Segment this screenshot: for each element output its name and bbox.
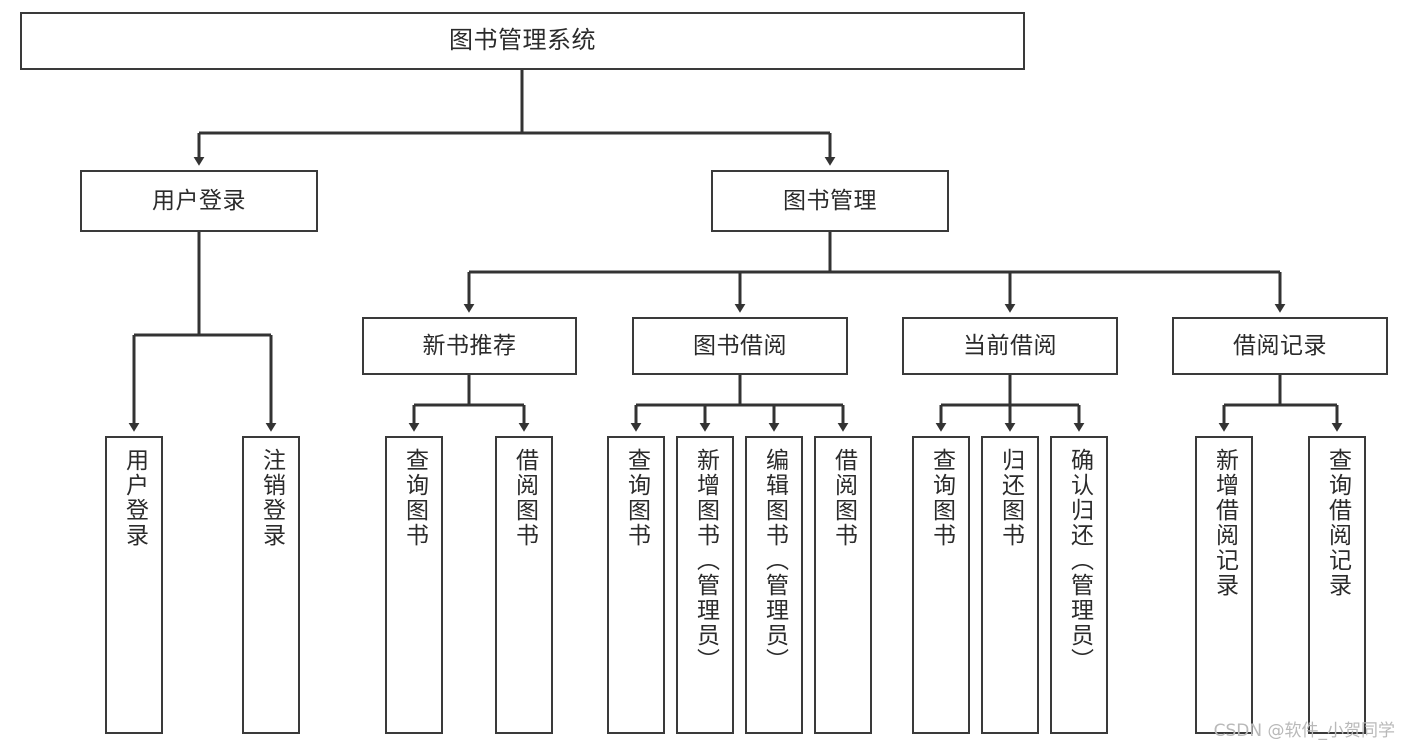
- node-leaf-add-record-label: 新增借阅记录: [1211, 448, 1238, 598]
- node-leaf-add-record[interactable]: 新增借阅记录: [1195, 436, 1253, 734]
- node-leaf-return-book-label: 归还图书: [997, 448, 1024, 548]
- node-book-borrow-label: 图书借阅: [693, 332, 787, 359]
- node-leaf-logout-label: 注销登录: [258, 448, 285, 548]
- node-user-login[interactable]: 用户登录: [80, 170, 318, 232]
- node-leaf-borrow-book-2-label: 借阅图书: [830, 448, 857, 548]
- node-leaf-confirm-return[interactable]: 确认归还（管理员）: [1050, 436, 1108, 734]
- node-user-login-label: 用户登录: [152, 187, 246, 214]
- node-root-label: 图书管理系统: [449, 26, 596, 55]
- node-root[interactable]: 图书管理系统: [20, 12, 1025, 70]
- node-leaf-logout[interactable]: 注销登录: [242, 436, 300, 734]
- node-leaf-borrow-book-1-label: 借阅图书: [511, 448, 538, 548]
- node-leaf-add-book-label: 新增图书（管理员）: [692, 448, 719, 673]
- node-leaf-query-book-3-label: 查询图书: [928, 448, 955, 548]
- node-leaf-add-book[interactable]: 新增图书（管理员）: [676, 436, 734, 734]
- node-leaf-user-login[interactable]: 用户登录: [105, 436, 163, 734]
- node-leaf-query-record-label: 查询借阅记录: [1324, 448, 1351, 598]
- node-leaf-user-login-label: 用户登录: [121, 448, 148, 548]
- node-borrow-record[interactable]: 借阅记录: [1172, 317, 1388, 375]
- node-current-borrow-label: 当前借阅: [963, 332, 1057, 359]
- node-leaf-query-book-1[interactable]: 查询图书: [385, 436, 443, 734]
- node-leaf-query-book-2[interactable]: 查询图书: [607, 436, 665, 734]
- node-leaf-query-book-3[interactable]: 查询图书: [912, 436, 970, 734]
- node-leaf-edit-book[interactable]: 编辑图书（管理员）: [745, 436, 803, 734]
- node-leaf-borrow-book-1[interactable]: 借阅图书: [495, 436, 553, 734]
- node-book-borrow[interactable]: 图书借阅: [632, 317, 848, 375]
- node-current-borrow[interactable]: 当前借阅: [902, 317, 1118, 375]
- node-leaf-return-book[interactable]: 归还图书: [981, 436, 1039, 734]
- node-new-book-rec[interactable]: 新书推荐: [362, 317, 577, 375]
- node-leaf-query-record[interactable]: 查询借阅记录: [1308, 436, 1366, 734]
- node-book-mgmt-label: 图书管理: [783, 187, 877, 214]
- node-new-book-rec-label: 新书推荐: [422, 332, 517, 359]
- node-leaf-query-book-1-label: 查询图书: [401, 448, 428, 548]
- node-leaf-edit-book-label: 编辑图书（管理员）: [761, 448, 788, 673]
- node-leaf-query-book-2-label: 查询图书: [623, 448, 650, 548]
- node-leaf-confirm-return-label: 确认归还（管理员）: [1066, 448, 1093, 673]
- node-leaf-borrow-book-2[interactable]: 借阅图书: [814, 436, 872, 734]
- node-borrow-record-label: 借阅记录: [1233, 332, 1327, 359]
- node-book-mgmt[interactable]: 图书管理: [711, 170, 949, 232]
